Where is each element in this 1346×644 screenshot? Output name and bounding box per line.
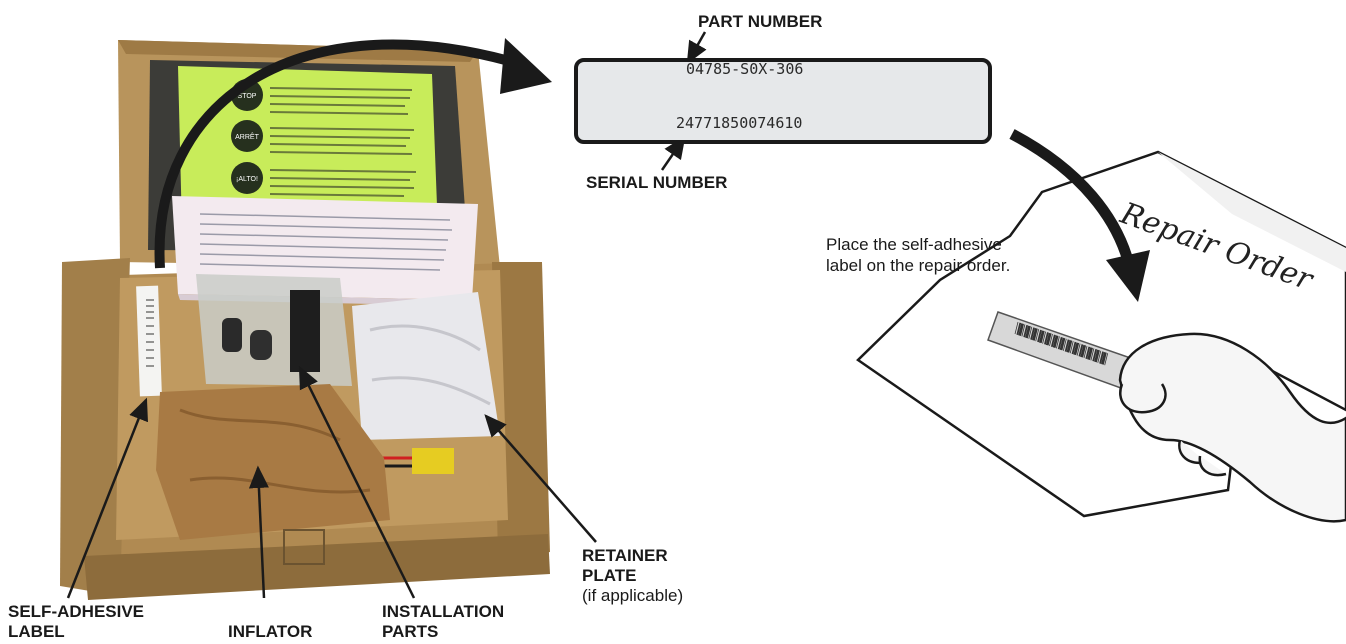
- callout-retainer-plate: RETAINER PLATE (if applicable): [582, 546, 683, 606]
- installation-parts-bag: [196, 274, 352, 386]
- retainer-plate-wrap: [352, 292, 500, 440]
- part-number-value: 04785-S0X-306: [686, 60, 803, 78]
- parts-connector: [290, 290, 320, 372]
- callout-inflator: INFLATOR: [228, 622, 312, 642]
- callout-retainer-plate-line1: RETAINER: [582, 546, 683, 566]
- callout-self-adhesive-label-line1: SELF-ADHESIVE: [8, 602, 144, 622]
- callout-self-adhesive-label-line2: LABEL: [8, 622, 144, 642]
- yellow-connector: [412, 448, 454, 474]
- callout-retainer-plate-note: (if applicable): [582, 586, 683, 606]
- instruction-line-2: label on the repair order.: [826, 255, 1010, 276]
- curved-arrow-head: [500, 38, 552, 94]
- sheet-heading-stop: STOP: [238, 93, 257, 100]
- serial-number-value: 24771850074610: [676, 114, 802, 132]
- part-number-heading: PART NUMBER: [698, 12, 822, 32]
- airbag-kit-box: STOP ARRÊT ¡ALTO!: [60, 40, 550, 600]
- sheet-heading-alto: ¡ALTO!: [236, 176, 258, 183]
- serial-number-heading: SERIAL NUMBER: [586, 173, 727, 193]
- repair-order-instruction: Place the self-adhesive label on the rep…: [826, 234, 1010, 276]
- sheet-heading-arret: ARRÊT: [235, 132, 259, 141]
- callout-installation-parts: INSTALLATION PARTS: [382, 602, 504, 642]
- instruction-line-1: Place the self-adhesive: [826, 234, 1010, 255]
- callout-installation-parts-line1: INSTALLATION: [382, 602, 504, 622]
- callout-self-adhesive-label: SELF-ADHESIVE LABEL: [8, 602, 144, 642]
- callout-retainer-plate-line2: PLATE: [582, 566, 683, 586]
- callout-installation-parts-line2: PARTS: [382, 622, 504, 642]
- box-self-adhesive-label: [136, 286, 162, 397]
